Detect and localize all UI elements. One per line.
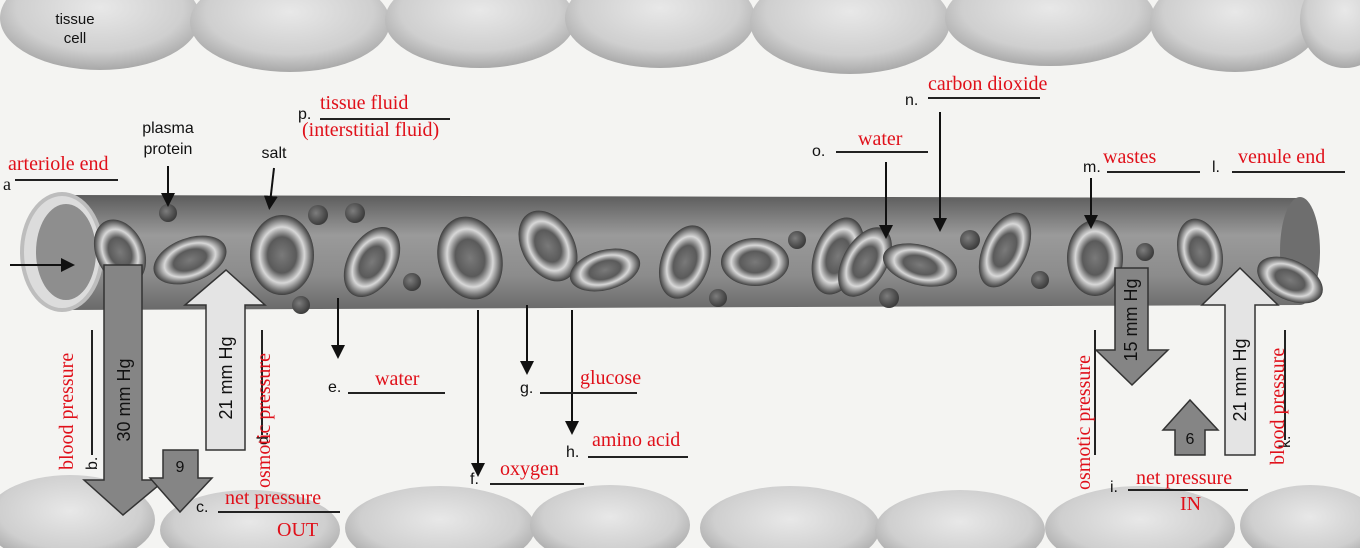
right-osmotic-pressure-value: 15 mm Hg <box>1121 278 1141 361</box>
label-tissue-cell-2: cell <box>64 30 87 47</box>
label-tissue-cell-1: tissue <box>55 11 94 28</box>
left-blood-pressure-value: 30 mm Hg <box>114 358 134 441</box>
answer-h: amino acid <box>592 429 680 451</box>
label-plasma-2: protein <box>144 141 193 158</box>
letter-h: h. <box>566 444 579 461</box>
letter-l: l. <box>1212 159 1220 176</box>
letter-g: g. <box>520 380 533 397</box>
right-net-pressure-value: 6 <box>1186 431 1195 448</box>
letter-o: o. <box>812 143 825 160</box>
answer-a: arteriole end <box>8 153 109 175</box>
left-net-pressure-value: 9 <box>176 459 185 476</box>
right-blood-pressure-value: 21 mm Hg <box>1230 338 1250 421</box>
answer-b: blood pressure <box>56 353 78 470</box>
answer-d: osmotic pressure <box>253 353 275 488</box>
letter-i: i. <box>1110 479 1118 496</box>
answer-j: osmotic pressure <box>1073 355 1095 490</box>
left-osmotic-pressure-value: 21 mm Hg <box>216 336 236 419</box>
answer-i1: net pressure <box>1136 467 1232 489</box>
answer-k: blood pressure <box>1267 348 1289 465</box>
letter-b: b. <box>84 457 101 470</box>
label-salt: salt <box>262 145 287 162</box>
letter-f: f. <box>470 471 479 488</box>
letter-n: n. <box>905 92 918 109</box>
letter-m: m. <box>1083 159 1101 176</box>
answer-c2: OUT <box>277 519 318 541</box>
tissue-cells-top <box>0 0 1360 74</box>
letter-c: c. <box>196 499 208 516</box>
answer-c1: net pressure <box>225 487 321 509</box>
answer-g: glucose <box>580 367 641 389</box>
answer-l: venule end <box>1238 146 1325 168</box>
answer-p2: (interstitial fluid) <box>302 119 439 141</box>
answer-m: wastes <box>1103 146 1157 168</box>
answer-e: water <box>375 368 420 390</box>
letter-e: e. <box>328 379 341 396</box>
label-plasma-1: plasma <box>142 120 194 137</box>
answer-o: water <box>858 128 903 150</box>
letter-a: a <box>3 174 11 194</box>
answer-n: carbon dioxide <box>928 73 1048 95</box>
answer-i2: IN <box>1180 493 1201 515</box>
answer-p1: tissue fluid <box>320 92 408 114</box>
answer-f: oxygen <box>500 458 559 480</box>
